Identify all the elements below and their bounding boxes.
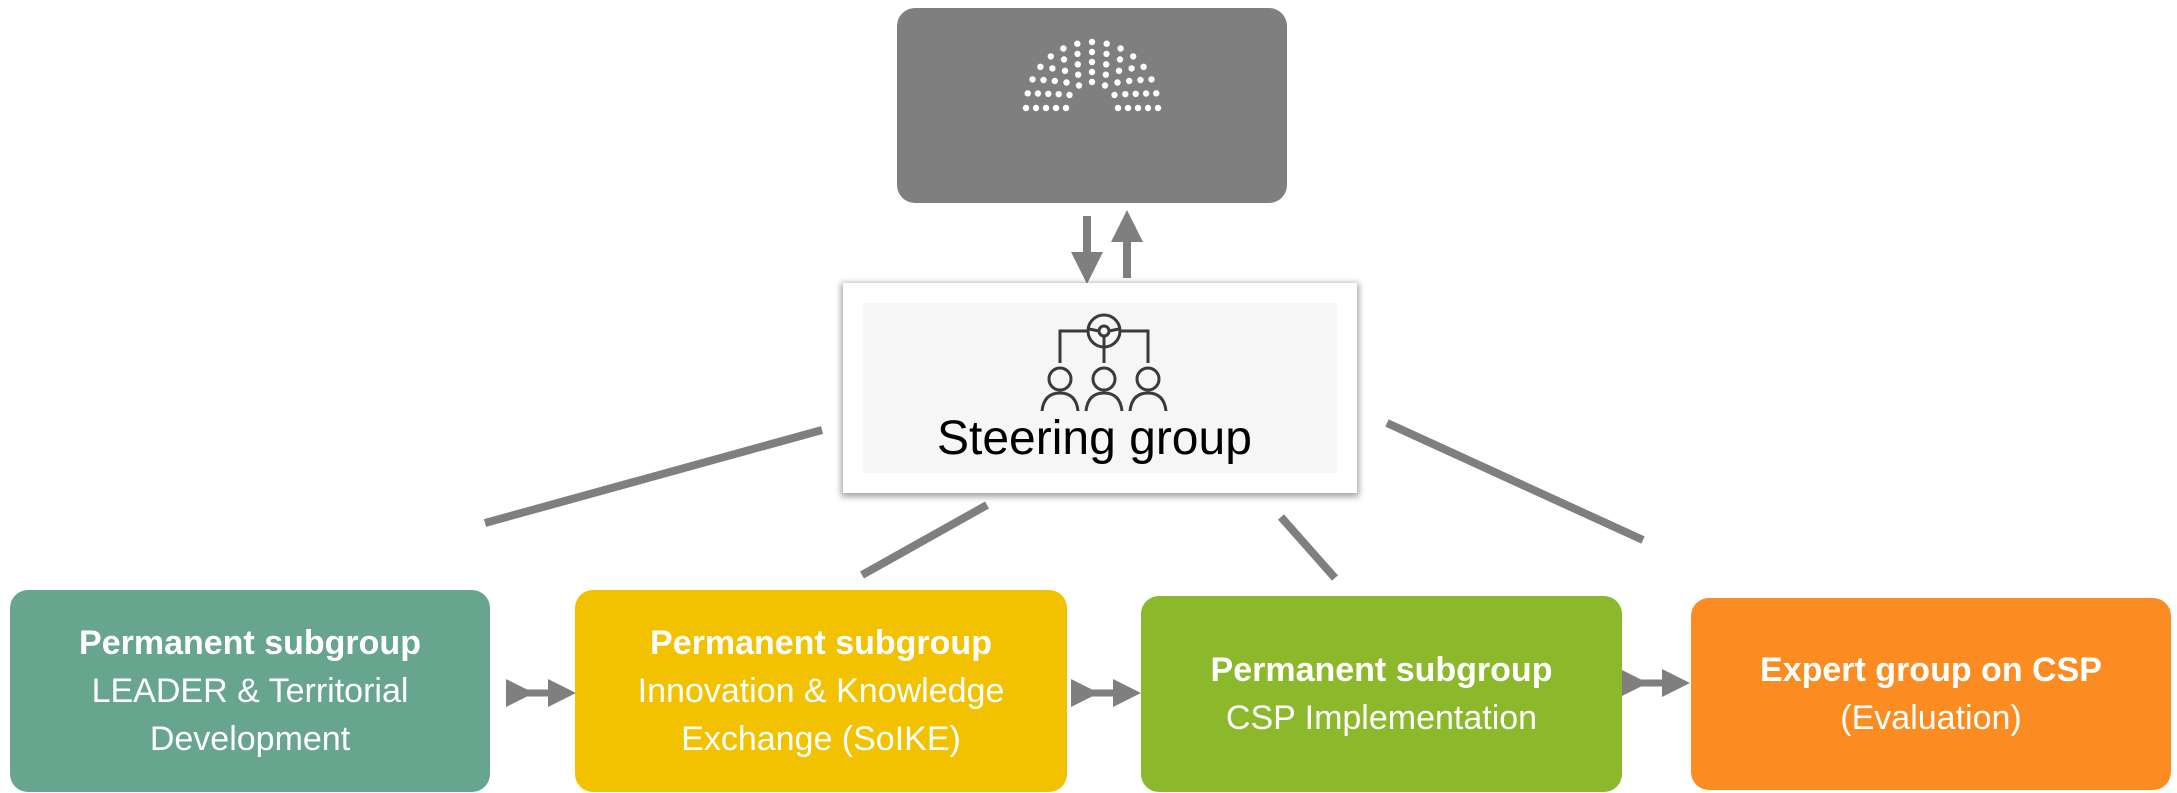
- hemicycle-seat: [1062, 104, 1070, 112]
- hemicycle-seat: [1128, 65, 1135, 72]
- subgroup-soike-box: Permanent subgroup Innovation & Knowledg…: [575, 590, 1067, 792]
- hemicycle-seat: [1114, 79, 1121, 86]
- steering-committee-icon: [1040, 313, 1168, 412]
- hemicycle-seat: [1075, 71, 1082, 78]
- steering-group-inner: Steering group: [863, 303, 1337, 473]
- hemicycle-seat: [1052, 104, 1060, 112]
- hemicycle-seat: [1066, 91, 1073, 99]
- hemicycle-seat: [1130, 53, 1137, 60]
- subgroup-leader-box: Permanent subgroup LEADER & Territorial …: [10, 590, 490, 792]
- hemicycle-seat: [1045, 90, 1052, 98]
- subgroup-leader-line2: Development: [149, 720, 351, 758]
- hemicycle-seat: [1140, 63, 1147, 70]
- hemicycle-seat: [1088, 68, 1096, 76]
- hemicycle-seat: [1101, 82, 1109, 89]
- hemicycle-seat: [1063, 79, 1070, 86]
- hemicycle-seat: [1037, 63, 1044, 70]
- steering-group-box: Steering group: [843, 283, 1357, 493]
- subgroup-csp-implementation-box: Permanent subgroup CSP Implementation: [1141, 596, 1622, 792]
- hemicycle-seat: [1049, 65, 1056, 72]
- hemicycle-seat: [1060, 45, 1067, 52]
- hemicycle-seat: [1074, 61, 1081, 68]
- hemicycle-seat: [1114, 104, 1122, 112]
- hemicycle-seat: [1148, 76, 1155, 83]
- hemicycle-seat: [1142, 90, 1150, 97]
- hemicycle-seat: [1022, 104, 1030, 112]
- hemicycle-seat: [1111, 91, 1118, 99]
- hemicycle-seat: [1102, 71, 1109, 78]
- hemicycle-seat: [1060, 56, 1068, 63]
- hemicycle-seat: [1154, 104, 1162, 112]
- hemicycle-seat: [1051, 77, 1058, 85]
- hemicycle-seat: [1103, 61, 1110, 68]
- hemicycle-seat: [1103, 40, 1110, 47]
- expert-group-title: Expert group on CSP: [1760, 651, 2102, 689]
- hemicycle-seat: [1024, 90, 1031, 97]
- hemicycle-seat: [1122, 91, 1129, 98]
- hemicycle-seat: [1134, 104, 1142, 112]
- hemicycle-seat: [1047, 53, 1054, 60]
- connector-csp-implementation: [1278, 514, 1338, 581]
- hemicycle-seat: [1126, 77, 1133, 85]
- hemicycle-seat: [1088, 58, 1096, 66]
- subgroup-csp-implementation-title: Permanent subgroup: [1210, 651, 1553, 689]
- hemicycle-seat: [1117, 45, 1124, 52]
- hemicycle-seat: [1132, 90, 1139, 98]
- hemicycle-seat: [1088, 48, 1096, 56]
- hemicycle-seat: [1074, 40, 1081, 47]
- hemicycle-seat: [1144, 104, 1152, 112]
- subgroup-csp-implementation-line1: CSP Implementation: [1225, 699, 1538, 737]
- hemicycle-seat: [1153, 90, 1160, 97]
- hemicycle-seat: [1055, 91, 1062, 98]
- parliament-hemicycle-icon: [1022, 38, 1162, 112]
- hemicycle-seat: [1042, 104, 1050, 112]
- subgroup-soike-line2: Exchange (SoIKE): [681, 720, 961, 758]
- hemicycle-seat: [1032, 104, 1040, 112]
- hemicycle-seat: [1034, 90, 1042, 97]
- expert-group-box: Expert group on CSP (Evaluation): [1691, 598, 2171, 790]
- hemicycle-seat: [1088, 78, 1096, 86]
- hemicycle-seat: [1115, 67, 1123, 74]
- expert-group-line1: (Evaluation): [1840, 699, 2022, 737]
- hemicycle-seat: [1103, 50, 1110, 58]
- connector-leader: [483, 426, 824, 527]
- hemicycle-seat: [1029, 76, 1036, 83]
- subgroup-leader-title: Permanent subgroup: [79, 624, 421, 662]
- connector-soike: [860, 501, 989, 579]
- subgroup-soike-title: Permanent subgroup: [650, 624, 992, 662]
- steering-group-label: Steering group: [937, 412, 1252, 465]
- subgroup-soike-line1: Innovation & Knowledge: [637, 672, 1005, 710]
- hemicycle-seat: [1075, 82, 1083, 89]
- parliament-box: [897, 8, 1287, 203]
- hemicycle-seat: [1137, 76, 1144, 84]
- subgroup-leader-line1: LEADER & Territorial: [91, 672, 409, 710]
- hemicycle-seat: [1074, 50, 1081, 58]
- hemicycle-seat: [1088, 38, 1096, 46]
- connector-expert: [1385, 419, 1645, 544]
- hemicycle-seat: [1116, 56, 1124, 63]
- hemicycle-seat: [1040, 76, 1047, 84]
- hemicycle-seat: [1124, 104, 1132, 112]
- hemicycle-seat: [1061, 67, 1069, 74]
